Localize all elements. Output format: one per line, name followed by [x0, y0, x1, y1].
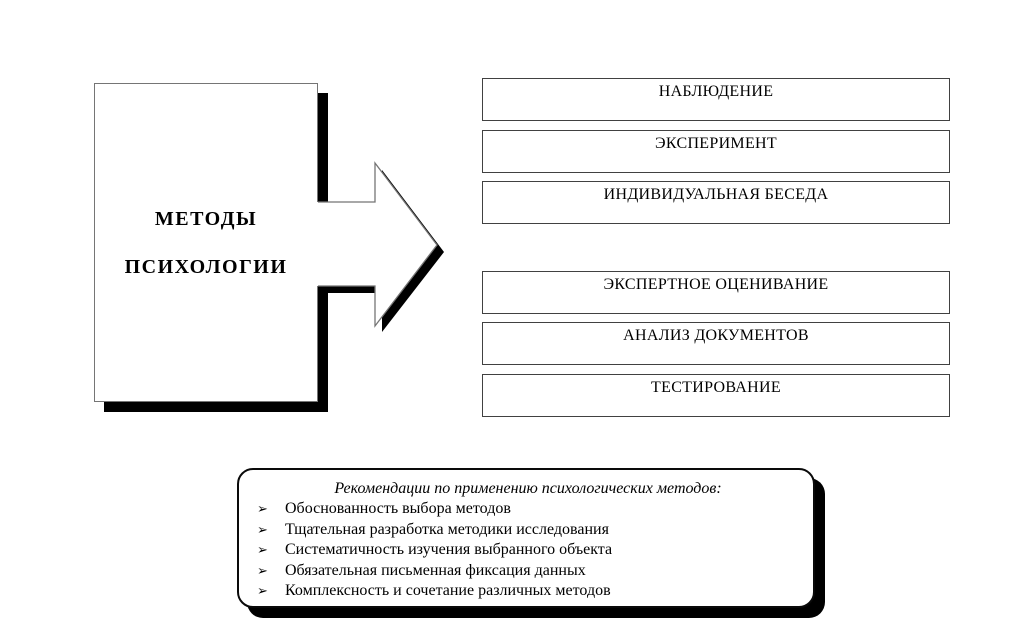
recommendation-item: ➢ Обязательная письменная фиксация данны… [257, 561, 799, 582]
arrow-bullet-icon: ➢ [257, 543, 268, 558]
source-box-line1: МЕТОДЫ [154, 207, 258, 230]
arrow-bullet-icon: ➢ [257, 502, 268, 517]
method-label: ИНДИВИДУАЛЬНАЯ БЕСЕДА [603, 186, 829, 203]
recommendations-title: Рекомендации по применению психологическ… [334, 480, 722, 497]
method-box-individual-conversation: ИНДИВИДУАЛЬНАЯ БЕСЕДА [482, 181, 950, 224]
method-label: ТЕСТИРОВАНИЕ [651, 379, 781, 396]
method-label: ЭКСПЕРТНОЕ ОЦЕНИВАНИЕ [603, 276, 829, 293]
method-label: ЭКСПЕРИМЕНТ [655, 135, 777, 152]
recommendation-item: ➢ Тщательная разработка методики исследо… [257, 520, 799, 541]
method-box-document-analysis: АНАЛИЗ ДОКУМЕНТОВ [482, 322, 950, 365]
method-box-experiment: ЭКСПЕРИМЕНТ [482, 130, 950, 173]
method-box-expert-evaluation: ЭКСПЕРТНОЕ ОЦЕНИВАНИЕ [482, 271, 950, 314]
method-box-testing: ТЕСТИРОВАНИЕ [482, 374, 950, 417]
right-arrow-outline [318, 161, 438, 328]
method-box-observation: НАБЛЮДЕНИЕ [482, 78, 950, 121]
recommendation-text: Комплексность и сочетание различных мето… [285, 582, 611, 599]
method-label: АНАЛИЗ ДОКУМЕНТОВ [623, 327, 809, 344]
recommendations-box: Рекомендации по применению психологическ… [237, 468, 815, 608]
source-box-line2: ПСИХОЛОГИИ [124, 255, 288, 278]
right-arrow-body [316, 163, 437, 326]
arrow-bullet-icon: ➢ [257, 584, 268, 599]
arrow-bullet-icon: ➢ [257, 563, 268, 579]
arrow-bullet-icon: ➢ [257, 522, 268, 538]
recommendation-text: Обязательная письменная фиксация данных [285, 561, 586, 579]
recommendation-item: ➢ Комплексность и сочетание различных ме… [257, 581, 799, 602]
methods-psychology-box: МЕТОДЫ ПСИХОЛОГИИ [94, 83, 318, 402]
method-label: НАБЛЮДЕНИЕ [658, 83, 774, 100]
recommendation-item: ➢ Систематичность изучения выбранного об… [257, 540, 799, 561]
recommendation-text: Обоснованность выбора методов [285, 500, 511, 517]
recommendation-text: Систематичность изучения выбранного объе… [285, 541, 613, 558]
recommendation-item: ➢ Обоснованность выбора методов [257, 499, 799, 520]
recommendation-text: Тщательная разработка методики исследова… [285, 520, 609, 538]
